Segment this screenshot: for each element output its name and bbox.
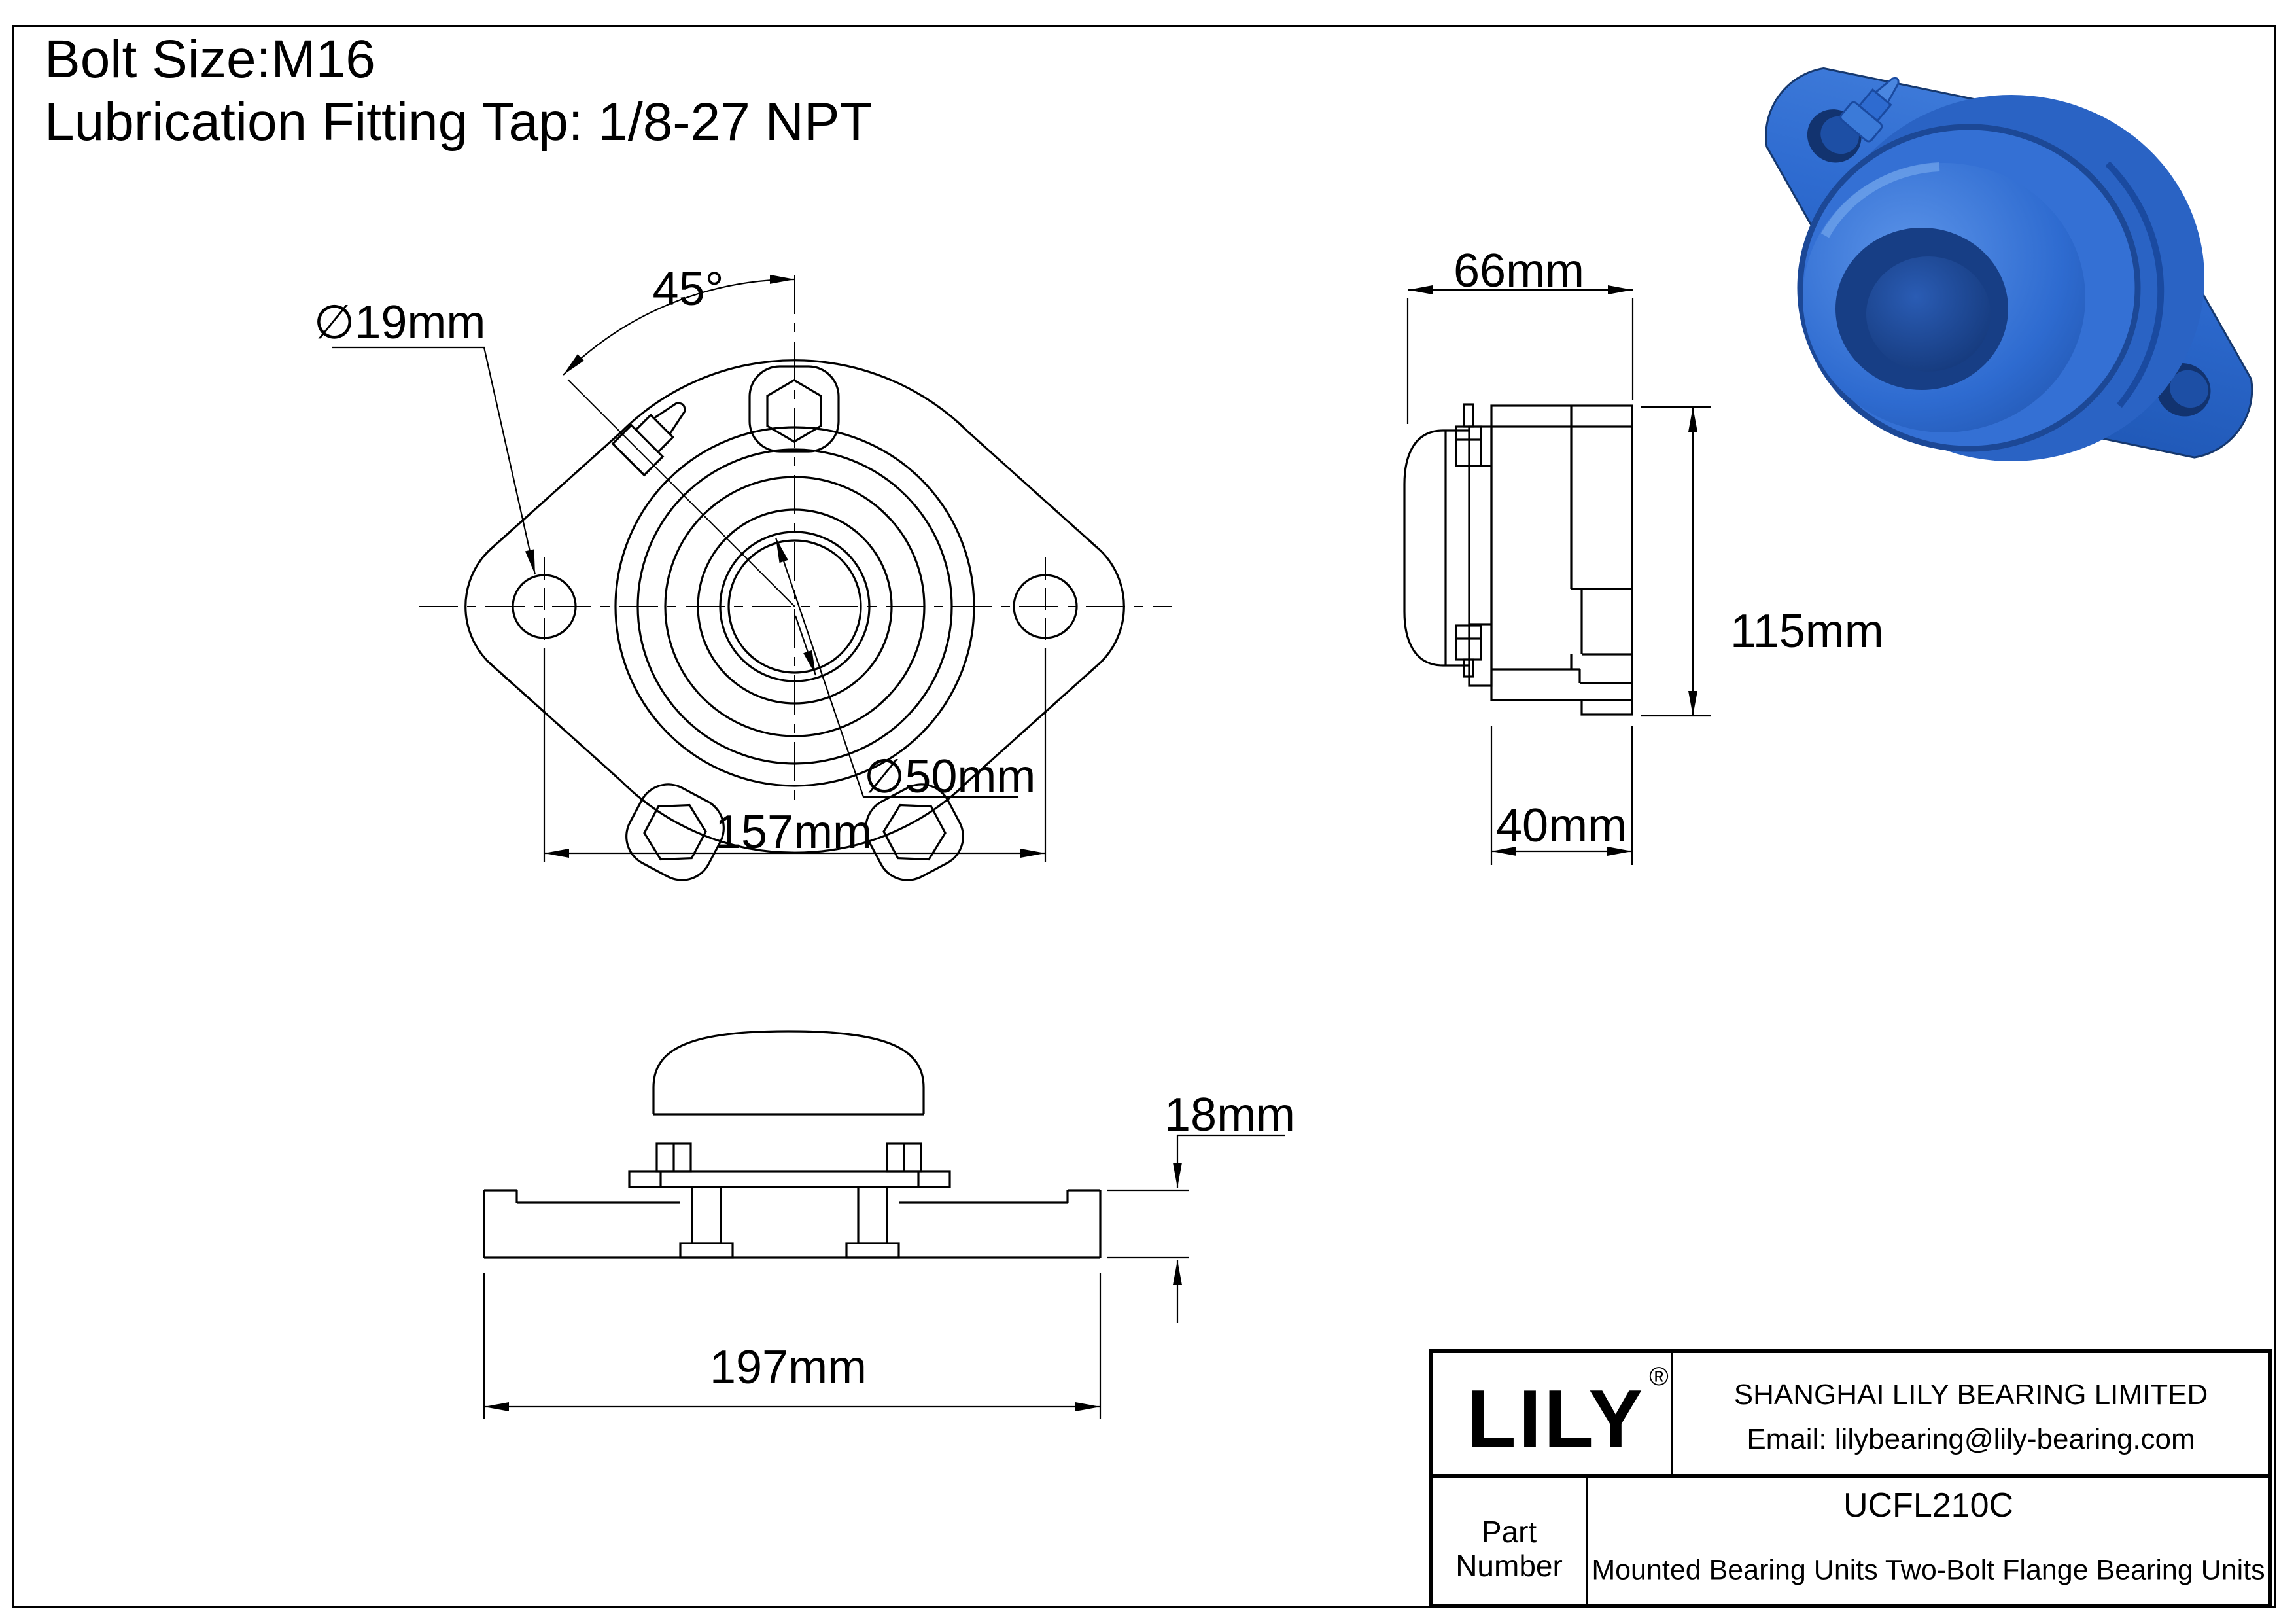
part-label-line2: Number <box>1455 1549 1563 1583</box>
grease-fitting-3d-icon <box>1839 77 1900 143</box>
dim-bore-diameter: ∅50mm <box>863 750 1036 803</box>
bearing-3d-render <box>1765 67 2253 461</box>
flange-outline <box>464 359 1125 854</box>
company-name: SHANGHAI LILY BEARING LIMITED <box>1733 1379 2208 1411</box>
part-number: UCFL210C <box>1843 1487 2014 1525</box>
lily-logo: LILY® <box>1467 1362 1669 1466</box>
bottom-view <box>483 1030 1102 1259</box>
part-description: Mounted Bearing Units Two-Bolt Flange Be… <box>1592 1554 2265 1586</box>
bottom-view-dimensions <box>483 1134 1285 1419</box>
registered-trademark-icon: ® <box>1649 1362 1671 1391</box>
side-view-dimensions <box>1406 285 1711 865</box>
front-view-centerlines <box>419 275 1172 806</box>
dim-bolt-hole-diameter: ∅19mm <box>313 296 486 349</box>
header-bolt-size: Bolt Size:M16 <box>44 29 375 89</box>
dim-bolt-spacing: 157mm <box>714 806 873 858</box>
dim-side-height: 115mm <box>1730 605 1884 658</box>
dim-side-width: 66mm <box>1453 245 1585 297</box>
side-view <box>1403 403 1633 716</box>
dim-total-length: 197mm <box>709 1341 867 1394</box>
dim-side-depth: 40mm <box>1495 800 1627 852</box>
page-border <box>12 25 2276 1608</box>
grease-fitting-icon <box>611 402 686 477</box>
title-block-borders <box>1429 1349 2272 1608</box>
part-label-line1: Part <box>1481 1515 1537 1549</box>
lily-logo-text: LILY <box>1467 1374 1646 1464</box>
company-email: Email: lilybearing@lily-bearing.com <box>1747 1423 2195 1455</box>
header-lubrication-tap: Lubrication Fitting Tap: 1/8-27 NPT <box>44 92 873 152</box>
front-view-dimensions <box>332 274 1047 862</box>
dim-flange-thickness: 18mm <box>1164 1089 1296 1141</box>
dim-angle-45: 45° <box>652 263 724 315</box>
